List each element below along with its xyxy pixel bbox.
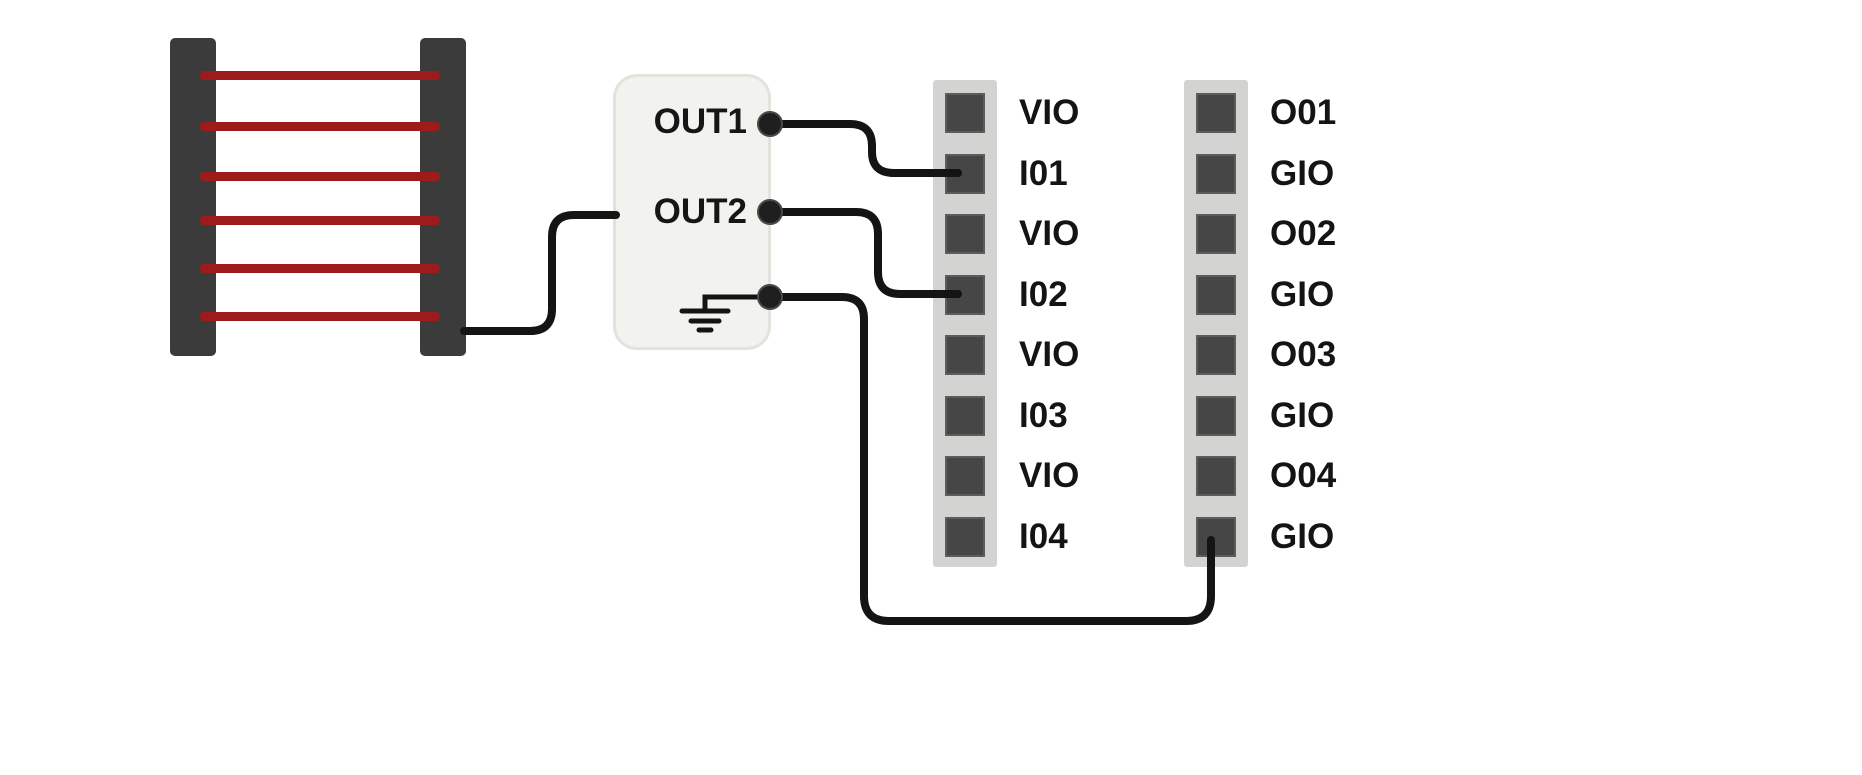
light-beam: [200, 122, 440, 131]
terminal-pad: [1196, 517, 1236, 557]
terminal-label: O01: [1270, 93, 1337, 132]
terminal-label: O04: [1270, 456, 1337, 495]
terminal-label: I02: [1019, 275, 1068, 314]
ground-icon: [679, 294, 760, 333]
terminal-label: I04: [1019, 517, 1068, 556]
terminal-row: GIO: [1196, 275, 1334, 315]
terminal-pad: [1196, 396, 1236, 436]
terminal-label: VIO: [1019, 456, 1080, 495]
terminal-row: VIO: [945, 456, 1079, 496]
light-beam: [200, 264, 440, 273]
out2-label: OUT2: [653, 192, 747, 231]
wire-out2-to-i02: [768, 208, 962, 298]
terminal-label: VIO: [1019, 335, 1080, 374]
terminal-row: O02: [1196, 214, 1336, 254]
terminal-row: O03: [1196, 335, 1336, 375]
light-beam: [200, 312, 440, 321]
terminal-label: GIO: [1270, 517, 1335, 556]
gnd-pin: [757, 284, 783, 310]
terminal-row: I04: [945, 517, 1068, 557]
wire-out1-to-i01: [768, 120, 962, 177]
terminal-pad: [945, 154, 985, 194]
terminal-row: I01: [945, 154, 1068, 194]
terminal-pad: [945, 517, 985, 557]
light-beam: [200, 71, 440, 80]
terminal-label: VIO: [1019, 214, 1080, 253]
terminal-row: GIO: [1196, 154, 1334, 194]
out1-label: OUT1: [653, 102, 747, 141]
light-beam: [200, 216, 440, 225]
terminal-pad: [945, 456, 985, 496]
terminal-pad: [1196, 275, 1236, 315]
terminal-label: O02: [1270, 214, 1337, 253]
terminal-pad: [1196, 456, 1236, 496]
terminal-row: VIO: [945, 93, 1079, 133]
light-curtain-right-rail: [420, 38, 466, 356]
terminal-row: I03: [945, 396, 1068, 436]
terminal-row: O01: [1196, 93, 1336, 133]
terminal-label: GIO: [1270, 396, 1335, 435]
terminal-row: I02: [945, 275, 1068, 315]
terminal-label: I01: [1019, 154, 1068, 193]
terminal-label: GIO: [1270, 275, 1335, 314]
wire-curtain-to-out2-side: [460, 211, 620, 335]
terminal-pad: [1196, 154, 1236, 194]
terminal-label: VIO: [1019, 93, 1080, 132]
terminal-pad: [1196, 335, 1236, 375]
light-beam: [200, 172, 440, 181]
terminal-pad: [945, 214, 985, 254]
terminal-row: GIO: [1196, 517, 1334, 557]
terminal-row: O04: [1196, 456, 1336, 496]
terminal-pad: [945, 335, 985, 375]
terminal-pad: [945, 275, 985, 315]
terminal-pad: [1196, 93, 1236, 133]
terminal-pad: [945, 396, 985, 436]
light-curtain-left-rail: [170, 38, 216, 356]
terminal-label: GIO: [1270, 154, 1335, 193]
terminal-label: I03: [1019, 396, 1068, 435]
terminal-row: VIO: [945, 335, 1079, 375]
terminal-pad: [1196, 214, 1236, 254]
terminal-pad: [945, 93, 985, 133]
out2-pin: [757, 199, 783, 225]
out1-pin: [757, 111, 783, 137]
terminal-label: O03: [1270, 335, 1337, 374]
terminal-row: VIO: [945, 214, 1079, 254]
terminal-row: GIO: [1196, 396, 1334, 436]
